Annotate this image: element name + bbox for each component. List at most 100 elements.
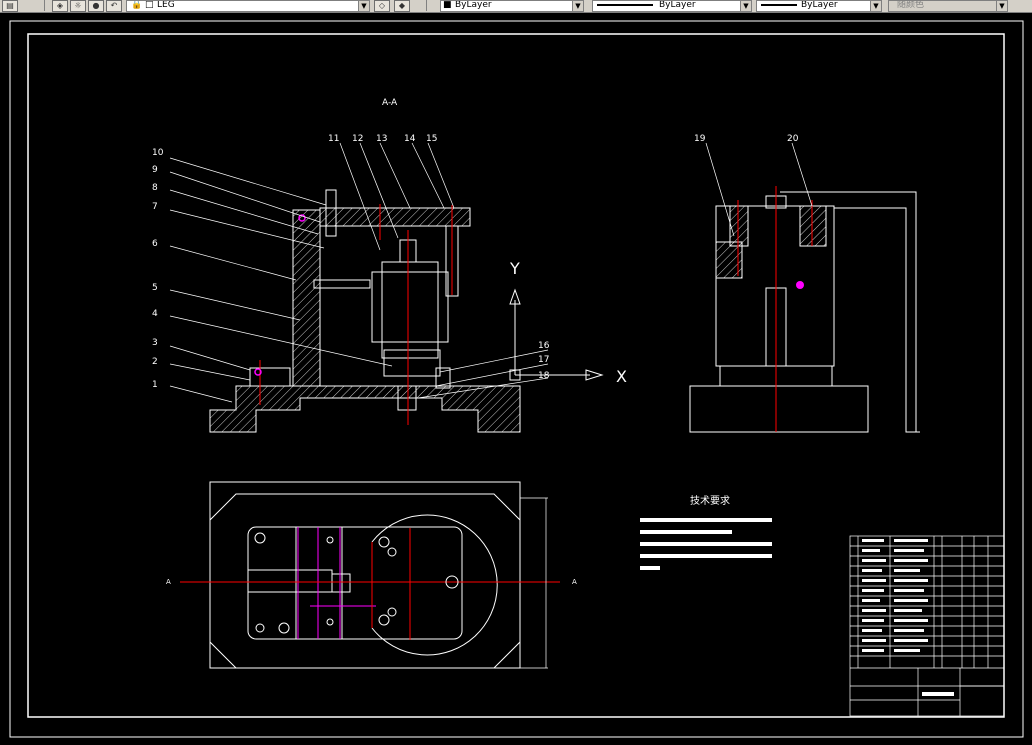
top-outer-dimension <box>209 481 521 669</box>
linetype-value: ByLayer <box>659 0 696 10</box>
linetype-preview <box>597 4 653 6</box>
callout-20: 20 <box>787 134 799 144</box>
top-holes <box>254 532 459 634</box>
horizontal-rod <box>313 279 371 289</box>
color-value: ByLayer <box>455 0 492 10</box>
callout-14: 14 <box>404 134 416 144</box>
top-view-highlights <box>297 527 376 639</box>
top-view <box>209 481 521 669</box>
callout-19: 19 <box>694 134 706 144</box>
callout-15: 15 <box>426 134 437 144</box>
callout-1: 1 <box>152 380 158 390</box>
callouts-left: 10 9 8 7 6 5 4 3 2 1 <box>152 148 164 390</box>
side-bolt-left <box>729 205 749 247</box>
side-bolt-right <box>799 205 827 247</box>
base-plate <box>209 385 521 433</box>
side-base <box>689 385 869 433</box>
top-nut <box>331 573 351 593</box>
callout-7: 7 <box>152 202 158 212</box>
layer-lock-icon: 🔒 <box>131 0 143 10</box>
coordinate-axes <box>509 288 604 381</box>
callouts-top: 11 12 13 14 15 <box>328 134 437 144</box>
top-clamp-block <box>295 526 343 640</box>
cylinder-housing <box>371 271 449 343</box>
callout-16: 16 <box>538 341 550 351</box>
plotstyle-dropdown[interactable]: 随颜色 ▼ <box>888 0 1008 12</box>
axis-x-label: X <box>616 367 627 386</box>
front-section-view <box>209 189 521 433</box>
color-dropdown[interactable]: ■ ByLayer ▼ <box>440 0 584 12</box>
bottom-nut <box>397 385 417 411</box>
top-bolt-left <box>325 189 337 237</box>
layer-freeze-icon[interactable]: ● <box>88 0 104 12</box>
callout-10: 10 <box>152 148 164 158</box>
side-view <box>689 191 920 433</box>
side-dimension-line <box>834 207 920 433</box>
toolbar-separator <box>426 0 427 11</box>
cylinder-body <box>381 261 439 359</box>
drawing-canvas[interactable]: A-A <box>0 13 1032 741</box>
callout-8: 8 <box>152 183 158 193</box>
sheet-inner-frame <box>27 33 1005 718</box>
layer-name: LEG <box>157 0 175 10</box>
callout-12: 12 <box>352 134 363 144</box>
clamp-block <box>383 349 441 377</box>
callout-4: 4 <box>152 309 158 319</box>
leader-lines-right <box>417 349 549 399</box>
lineweight-value: ByLayer <box>801 0 838 10</box>
top-centerlines <box>180 528 560 640</box>
sheet-outer-border <box>9 20 1024 738</box>
callout-17: 17 <box>538 355 549 365</box>
leader-lines-top <box>339 142 455 251</box>
chevron-down-icon[interactable]: ▼ <box>358 1 369 11</box>
make-current-layer-icon[interactable]: ◇ <box>374 0 390 12</box>
layers-icon[interactable]: ◈ <box>52 0 68 12</box>
callout-11: 11 <box>328 134 339 144</box>
chevron-down-icon[interactable]: ▼ <box>996 1 1007 11</box>
color-swatch: ■ <box>443 0 452 10</box>
right-support <box>435 367 451 389</box>
lineweight-preview <box>761 4 797 6</box>
leader-lines-side <box>705 142 813 237</box>
front-highlights <box>254 214 306 376</box>
callout-9: 9 <box>152 165 158 175</box>
callout-5: 5 <box>152 283 158 293</box>
chevron-down-icon[interactable]: ▼ <box>870 1 881 11</box>
leader-lines-left <box>169 157 393 403</box>
top-arc-fixture <box>371 514 498 656</box>
lineweight-dropdown[interactable]: ByLayer ▼ <box>756 0 882 12</box>
plotstyle-value: 随颜色 <box>897 0 925 10</box>
side-dimension-outer <box>780 191 917 432</box>
callout-2: 2 <box>152 357 158 367</box>
section-marker-right: A <box>572 578 577 586</box>
tech-requirements-title: 技术要求 <box>690 494 730 507</box>
callout-3: 3 <box>152 338 158 348</box>
locating-pin-block <box>249 367 291 387</box>
chevron-down-icon[interactable]: ▼ <box>572 1 583 11</box>
layer-color-swatch: □ <box>145 0 154 10</box>
side-marker-point <box>796 281 804 289</box>
callout-6a: 6 <box>152 239 158 249</box>
top-rod <box>247 569 333 593</box>
linetype-dropdown[interactable]: ByLayer ▼ <box>592 0 752 12</box>
support-column <box>292 209 321 387</box>
top-base-outline <box>209 493 521 669</box>
chevron-down-icon[interactable]: ▼ <box>740 1 751 11</box>
section-title: A-A <box>382 98 398 108</box>
layer-state-icon[interactable]: ☼ <box>70 0 86 12</box>
top-arm <box>319 207 471 227</box>
parts-list-text <box>862 539 954 696</box>
properties-toolbar: ▤ ◈ ☼ ● ↶ 🔒 □ LEG ▼ ◇ ◆ ■ ByLayer ▼ ByLa… <box>0 0 1032 13</box>
section-marker-left: A <box>166 578 171 586</box>
front-centerlines <box>259 204 453 425</box>
layer-previous-icon[interactable]: ↶ <box>106 0 122 12</box>
callout-13: 13 <box>376 134 387 144</box>
layer-dropdown[interactable]: 🔒 □ LEG ▼ <box>126 0 370 12</box>
tech-requirements-text <box>640 518 772 570</box>
layer-previous-stack-icon[interactable]: ◆ <box>394 0 410 12</box>
cad-drawing: A-A <box>9 20 1024 738</box>
toolbar-separator <box>44 0 45 11</box>
layer-manager-icon[interactable]: ▤ <box>2 0 18 12</box>
callout-18: 18 <box>538 371 550 381</box>
top-plate <box>247 526 463 640</box>
